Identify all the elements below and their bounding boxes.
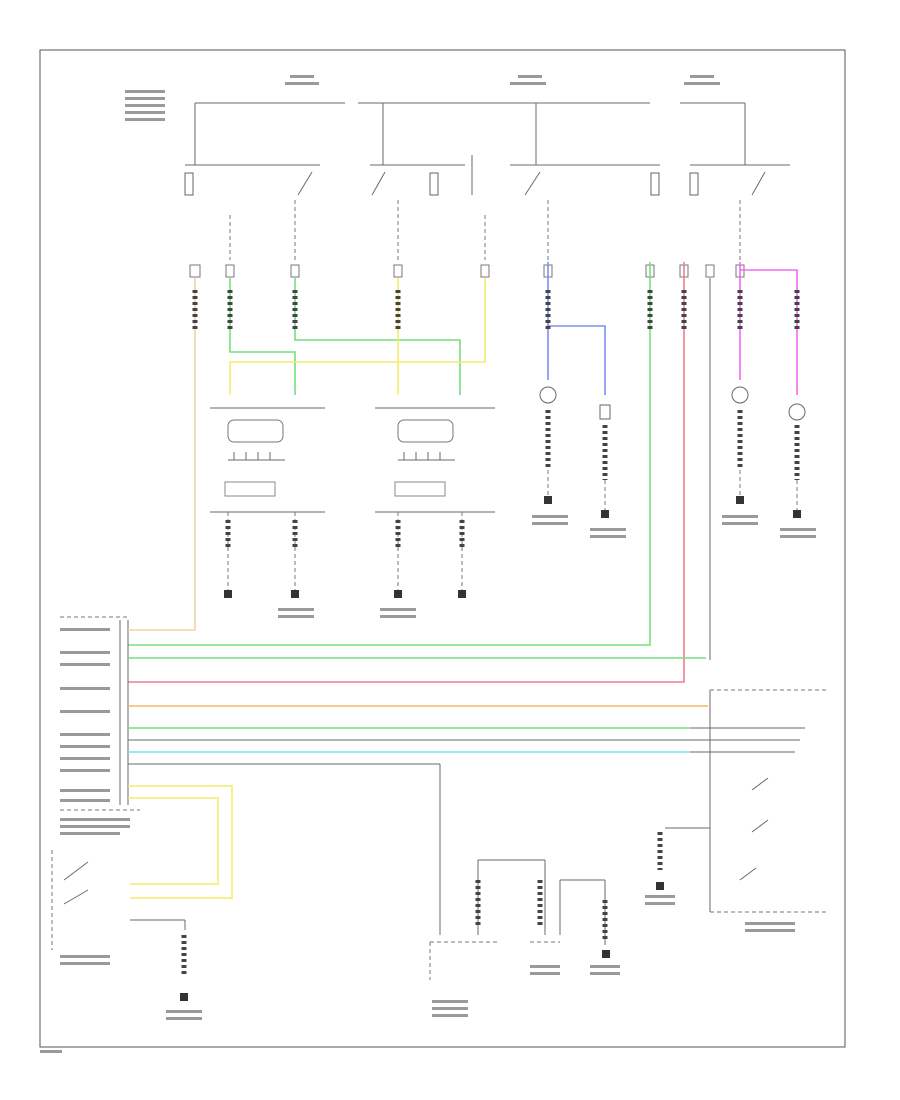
lamp-icon <box>599 404 611 420</box>
switch-icon <box>63 861 89 905</box>
dimmer-switch <box>51 850 187 975</box>
power-bus <box>194 102 746 195</box>
left-headlamp <box>210 407 325 590</box>
fuse-icon <box>689 172 699 196</box>
ground-icon <box>602 950 610 958</box>
label-marks <box>40 75 816 1053</box>
ground-icon <box>793 510 801 518</box>
connector-row-top <box>189 264 745 278</box>
wires-lower <box>128 600 805 899</box>
fuse-icon <box>429 172 439 196</box>
lamp-icon <box>731 386 749 404</box>
switch-icon <box>524 171 541 196</box>
connector-icon <box>189 264 201 278</box>
right-headlamp <box>375 407 495 590</box>
ground-icon <box>180 993 188 1001</box>
wires-upper <box>128 262 800 683</box>
switch-icon <box>297 171 313 196</box>
headlight-switch <box>657 689 828 913</box>
connector-icon <box>225 264 235 278</box>
ambient-light-sensor <box>429 764 608 980</box>
ground-icon <box>394 590 402 598</box>
switch-icon <box>751 171 766 196</box>
fuse-icon <box>650 172 660 196</box>
ground-icon <box>601 510 609 518</box>
body-control-module <box>60 616 140 811</box>
lamp-icon <box>539 386 557 404</box>
connector-icon <box>480 264 490 278</box>
switch-icon <box>371 171 386 196</box>
connector-icon <box>393 264 403 278</box>
ground-icon <box>291 590 299 598</box>
ground-icon <box>224 590 232 598</box>
connector-icon <box>705 264 715 278</box>
connector-icon <box>290 264 300 278</box>
lamp-group <box>539 386 806 510</box>
diagram-frame <box>39 49 846 1048</box>
ground-icon <box>656 882 664 890</box>
fuse-icon <box>184 172 194 196</box>
ground-icon <box>458 590 466 598</box>
grounds <box>180 496 801 1001</box>
lamp-icon <box>788 403 806 421</box>
relay-block-left <box>184 164 790 260</box>
ground-icon <box>544 496 552 504</box>
switch-icon <box>739 777 769 881</box>
ground-icon <box>736 496 744 504</box>
